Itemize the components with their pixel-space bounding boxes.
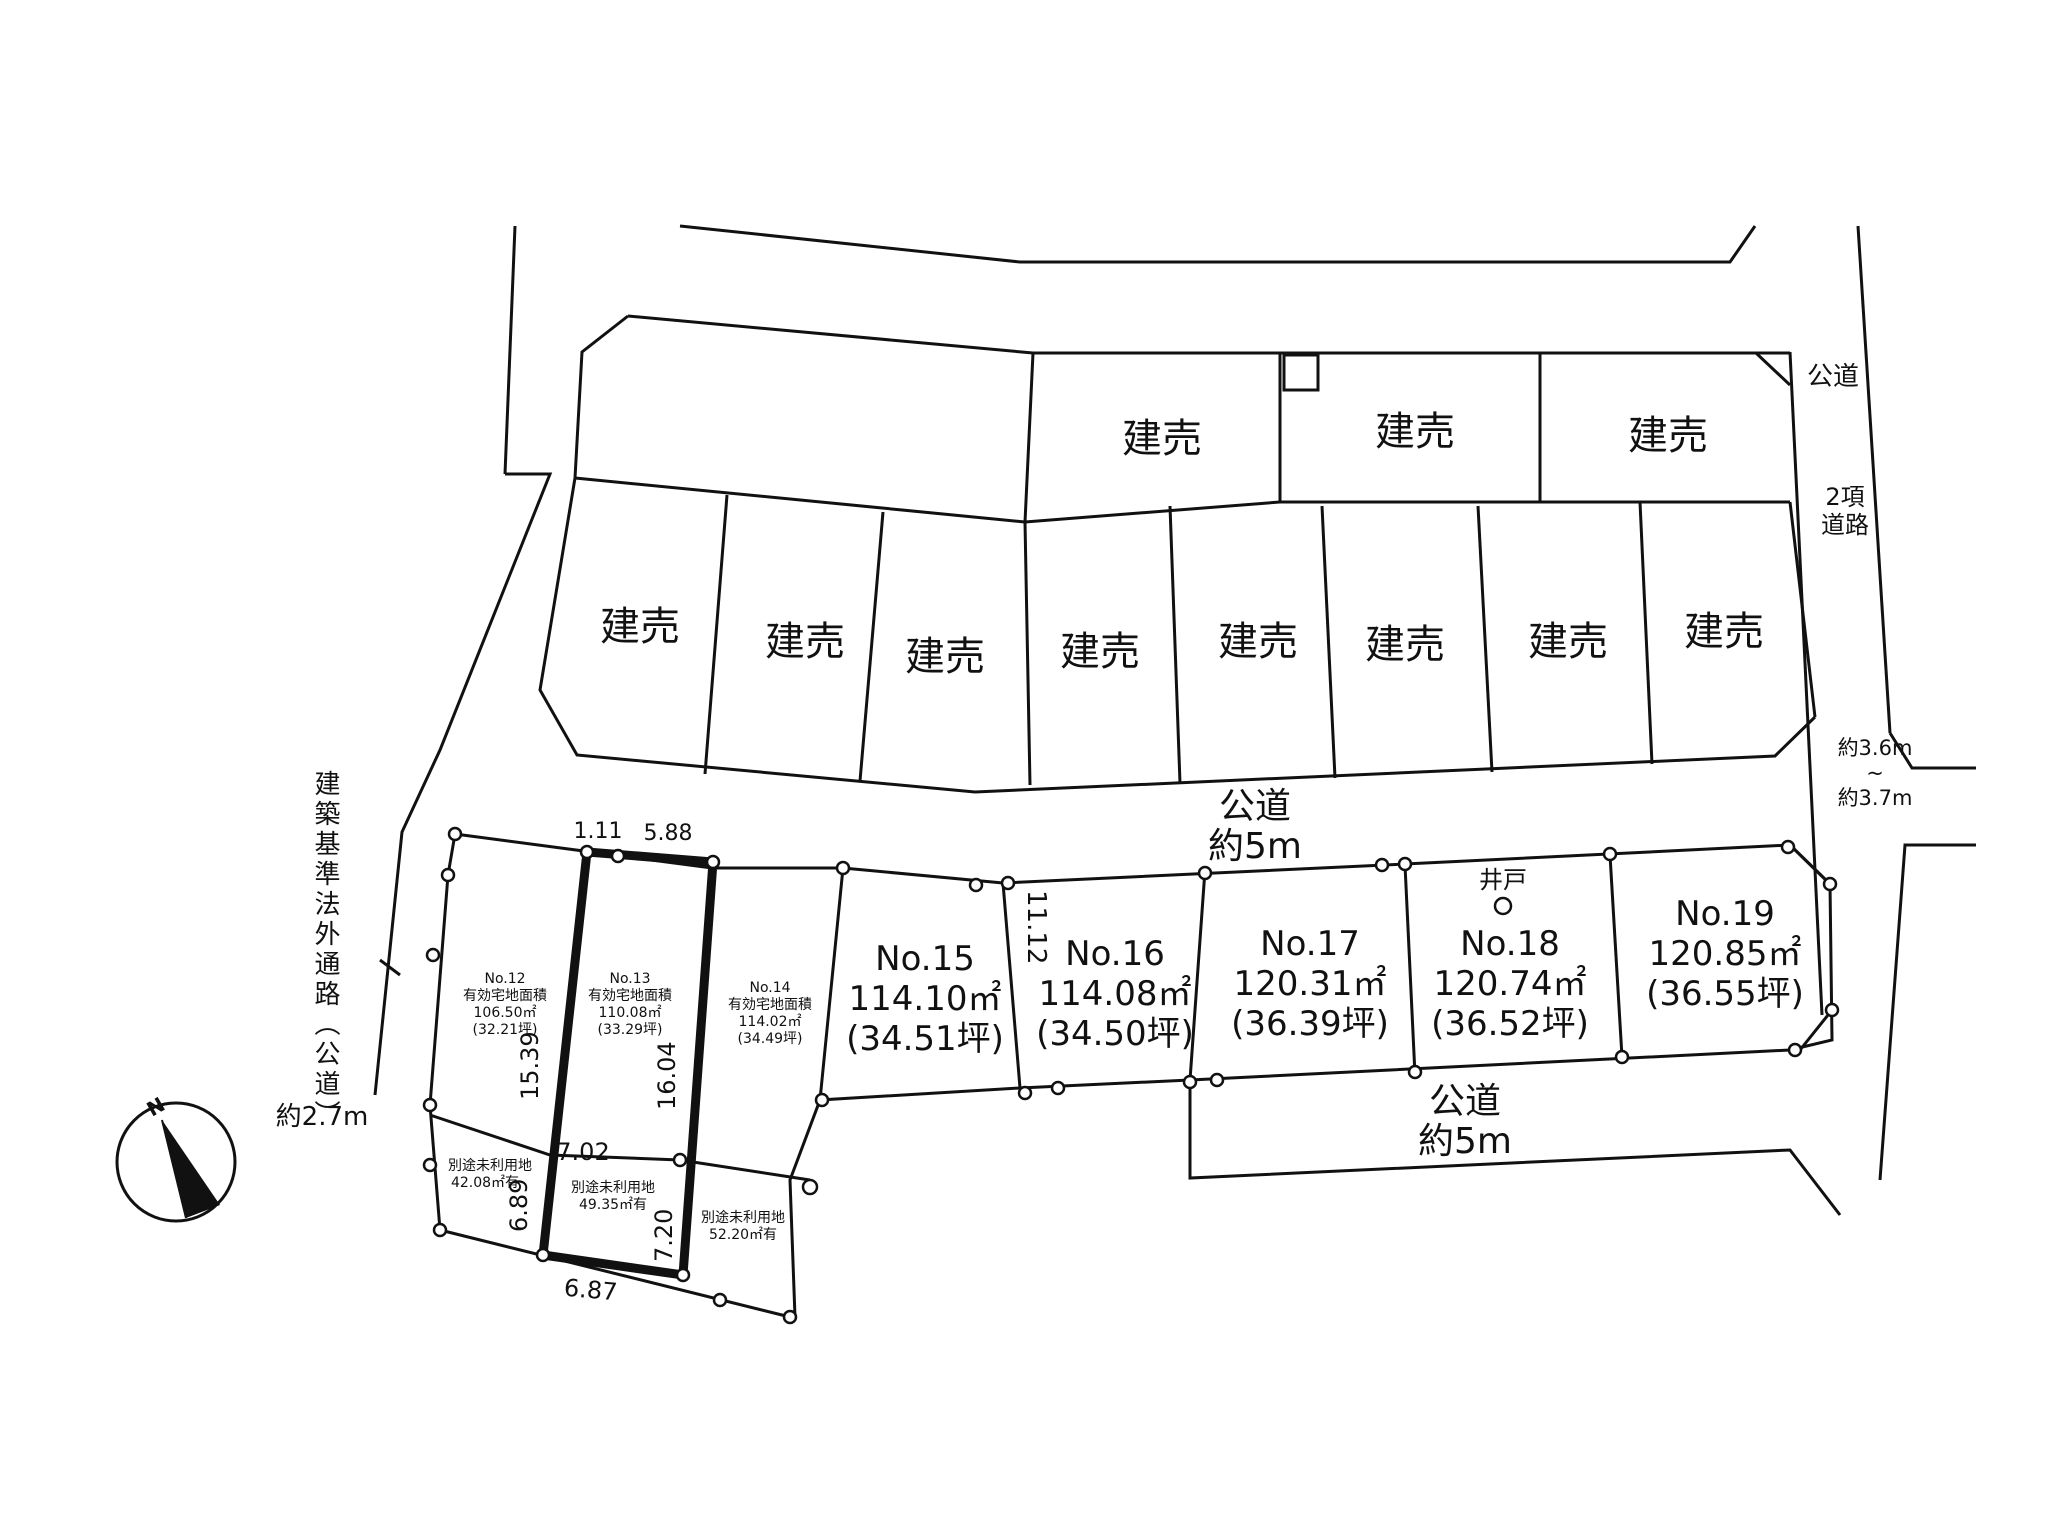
lot-number: No.17 <box>1260 924 1360 964</box>
reserved-land-label: 別途未利用地 <box>448 1157 532 1174</box>
road-width-label: 約3.6m <box>1838 736 1913 760</box>
dimension-label: 15.39 <box>516 1031 544 1100</box>
reserved-land-area: 52.20㎡有 <box>709 1227 777 1243</box>
well-label: 井戸 <box>1479 866 1527 894</box>
sold-lot-label: 建売 <box>1122 416 1202 462</box>
sold-lot-label: 建売 <box>1528 619 1608 665</box>
lot-area-label: 有効宅地面積 <box>588 988 672 1004</box>
lot-area: 120.74㎡ <box>1434 964 1587 1004</box>
sold-lot-labels: 建売 建売 建売 建売 建売 建売 建売 建売 建売 建売 建売 <box>600 409 1764 680</box>
lot-number: No.16 <box>1065 934 1165 974</box>
road-labels: 公道 2項 道路 約3.6m ~ 約3.7m 公道 約5m 公道 約5m 建築基… <box>276 362 1913 1162</box>
class2-road-label: 道路 <box>1821 511 1869 539</box>
lot-number: No.14 <box>749 980 790 996</box>
lot-area: 114.02㎡ <box>739 1014 802 1030</box>
lot-number: No.13 <box>609 971 650 987</box>
public-road-label: 公道 <box>1807 362 1859 392</box>
dimension-label: 1.11 <box>574 819 623 844</box>
lot-area-tsubo: (32.21坪) <box>472 1022 537 1038</box>
lot-19: No.19 120.85㎡ (36.55坪) <box>1646 894 1804 1014</box>
lot-area: 110.08㎡ <box>599 1005 662 1021</box>
lots-outline <box>428 832 1834 1319</box>
lot-area: 120.85㎡ <box>1649 934 1802 974</box>
road-width-label: 約2.7m <box>276 1102 369 1132</box>
sold-lot-label: 建売 <box>1218 619 1298 665</box>
lot-12: No.12 有効宅地面積 106.50㎡ (32.21坪) <box>463 971 547 1038</box>
lot-number: No.15 <box>875 939 975 979</box>
lot-number: No.18 <box>1460 924 1560 964</box>
lot-area: 106.50㎡ <box>474 1005 537 1021</box>
lot-area-tsubo: (36.39坪) <box>1231 1004 1389 1044</box>
west-passage-label: 建築基準法外通路（公道） <box>310 770 340 1130</box>
lot-14: No.14 有効宅地面積 114.02㎡ (34.49坪) <box>728 980 812 1047</box>
sold-lot-label: 建売 <box>1628 413 1708 459</box>
lot-number: No.19 <box>1675 894 1775 934</box>
lot-area-label: 有効宅地面積 <box>463 988 547 1004</box>
public-road-label: 公道 <box>1219 786 1291 827</box>
dimension-label: 6.89 <box>505 1179 533 1232</box>
lot-13: No.13 有効宅地面積 110.08㎡ (33.29坪) <box>588 971 672 1038</box>
lot-area: 114.08㎡ <box>1039 974 1192 1014</box>
sold-lot-label: 建売 <box>600 604 680 650</box>
lot-area-tsubo: (33.29坪) <box>597 1022 662 1038</box>
road-boundaries <box>373 224 1976 1216</box>
dimension-label: 5.88 <box>644 821 693 846</box>
lot-area-label: 有効宅地面積 <box>728 997 812 1013</box>
dimension-label: 11.12 <box>1021 890 1051 964</box>
public-road-label: 公道 <box>1429 1081 1501 1122</box>
sold-lot-label: 建売 <box>1060 629 1140 675</box>
sold-lot-label: 建売 <box>905 634 985 680</box>
reserved-land: 別途未利用地 42.08㎡有 別途未利用地 49.35㎡有 別途未利用地 52.… <box>448 1157 785 1243</box>
dimension-label: 7.02 <box>556 1138 609 1166</box>
lot-area: 114.10㎡ <box>849 979 1002 1019</box>
boundary-markers <box>422 826 1840 1325</box>
class2-road-label: 2項 <box>1825 483 1864 511</box>
road-width-label: 約5m <box>1418 1121 1512 1162</box>
dimension-label: 16.04 <box>653 1041 681 1110</box>
sold-lot-label: 建売 <box>1684 609 1764 655</box>
lot-area-tsubo: (34.51坪) <box>846 1019 1004 1059</box>
north-arrow-icon: N <box>115 1092 237 1223</box>
lot-area-tsubo: (34.50坪) <box>1036 1014 1194 1054</box>
lot-15: No.15 114.10㎡ (34.51坪) <box>846 939 1004 1059</box>
reserved-land-area: 49.35㎡有 <box>579 1197 647 1213</box>
road-width-label: ~ <box>1866 761 1884 785</box>
lot-area: 120.31㎡ <box>1234 964 1387 1004</box>
lot-area-tsubo: (36.52坪) <box>1431 1004 1589 1044</box>
lot-16: No.16 114.08㎡ (34.50坪) <box>1036 934 1194 1054</box>
dimension-labels: 1.11 5.88 11.12 15.39 16.04 7.02 6.89 7.… <box>505 819 1051 1306</box>
lot-area-tsubo: (36.55坪) <box>1646 974 1804 1014</box>
lot-area-tsubo: (34.49坪) <box>737 1031 802 1047</box>
reserved-land-area: 42.08㎡有 <box>451 1175 519 1191</box>
well-marker: 井戸 <box>1479 866 1527 894</box>
lot-18: No.18 120.74㎡ (36.52坪) <box>1431 924 1589 1044</box>
sold-lot-label: 建売 <box>1365 622 1445 668</box>
north-block <box>538 314 1817 794</box>
road-width-label: 約5m <box>1208 826 1302 867</box>
dimension-label: 7.20 <box>650 1209 678 1262</box>
road-width-label: 約3.7m <box>1838 786 1913 810</box>
reserved-land-label: 別途未利用地 <box>701 1209 785 1226</box>
lot-number: No.12 <box>484 971 525 987</box>
sold-lot-label: 建売 <box>1375 409 1455 455</box>
sold-lot-label: 建売 <box>765 619 845 665</box>
lot-17: No.17 120.31㎡ (36.39坪) <box>1231 924 1389 1044</box>
dimension-label: 6.87 <box>563 1274 619 1307</box>
reserved-land-label: 別途未利用地 <box>571 1179 655 1196</box>
